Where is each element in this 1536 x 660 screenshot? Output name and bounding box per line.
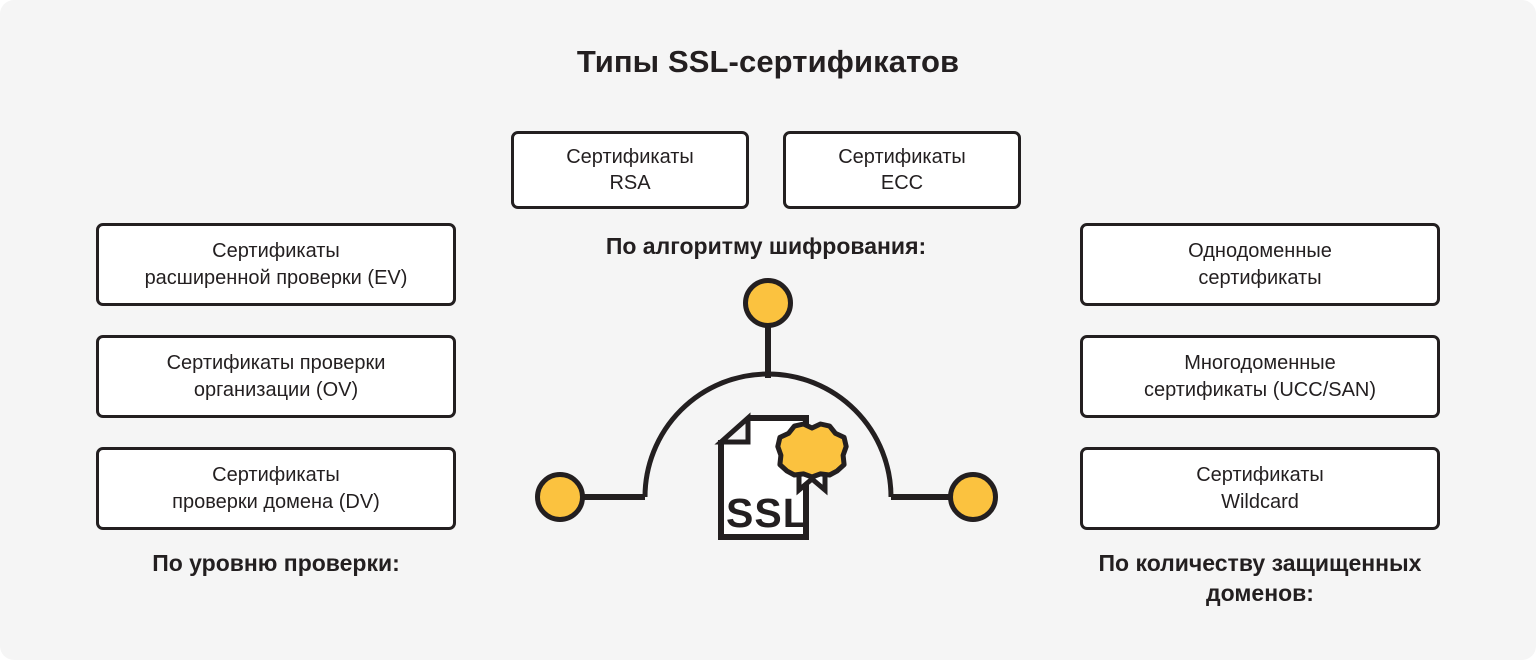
node-box-wildcard-line1: Сертификаты [1196, 464, 1324, 487]
node-box-ov-text: Сертификаты проверки организации (OV) [167, 350, 386, 403]
group-caption-domain-count: По количеству защищенных доменов: [1080, 549, 1440, 609]
node-box-single-domain-line2: сертификаты [1198, 266, 1322, 289]
node-box-wildcard-certificates[interactable]: Сертификаты Wildcard [1080, 447, 1440, 530]
node-box-dv-text: Сертификаты проверки домена (DV) [172, 462, 380, 515]
node-box-multi-domain-text: Многодоменные сертификаты (UCC/SAN) [1144, 350, 1376, 403]
node-box-dv-line1: Сертификаты [212, 464, 340, 487]
group-caption-algorithm: По алгоритму шифрования: [605, 233, 927, 259]
document-page-outline [718, 415, 809, 540]
ssl-document-icon: SSL [714, 412, 849, 540]
document-fold-corner [714, 412, 751, 445]
node-box-ecc-line2: ECC [880, 172, 924, 194]
group-caption-validation-level: По уровню проверки: [152, 550, 400, 576]
node-box-ev-line2: расширенной проверки (EV) [144, 266, 408, 289]
node-box-rsa-line1: Сертификаты [566, 145, 694, 168]
node-box-single-domain-certificates[interactable]: Однодоменные сертификаты [1080, 223, 1440, 306]
node-box-ev-certificates[interactable]: Сертификаты расширенной проверки (EV) [96, 223, 456, 306]
node-box-ov-line2: организации (OV) [193, 378, 359, 401]
node-box-single-domain-text: Однодоменные сертификаты [1188, 238, 1332, 291]
node-box-ecc-line1: Сертификаты [838, 145, 966, 168]
page-title: Типы SSL-сертификатов [576, 44, 960, 79]
node-box-ecc-text: Сертификаты ECC [838, 144, 966, 197]
node-box-multi-domain-certificates[interactable]: Многодоменные сертификаты (UCC/SAN) [1080, 335, 1440, 418]
node-box-dv-certificates[interactable]: Сертификаты проверки домена (DV) [96, 447, 456, 530]
node-box-ev-line1: Сертификаты [212, 240, 340, 263]
node-circle-right[interactable] [948, 472, 998, 522]
node-circle-top[interactable] [743, 278, 793, 328]
node-box-ov-line1: Сертификаты проверки [166, 352, 386, 375]
node-box-multi-domain-line1: Многодоменные [1184, 352, 1336, 375]
node-box-ecc-certificates[interactable]: Сертификаты ECC [783, 131, 1021, 209]
node-box-multi-domain-line2: сертификаты (UCC/SAN) [1143, 378, 1377, 401]
seal-rosette-shape [775, 421, 849, 480]
central-illustration: SSL [535, 278, 998, 540]
node-box-dv-line2: проверки домена (DV) [172, 490, 380, 513]
certificate-seal-icon [775, 421, 849, 480]
node-box-rsa-line2: RSA [609, 172, 651, 194]
group-caption-domain-count-line2: защищенных доменов: [1206, 550, 1422, 606]
node-box-ev-text: Сертификаты расширенной проверки (EV) [145, 238, 408, 291]
node-box-single-domain-line1: Однодоменные [1188, 240, 1332, 263]
document-ssl-label: SSL [726, 490, 809, 536]
node-box-wildcard-text: Сертификаты Wildcard [1196, 462, 1324, 515]
node-box-ov-certificates[interactable]: Сертификаты проверки организации (OV) [96, 335, 456, 418]
node-box-rsa-certificates[interactable]: Сертификаты RSA [511, 131, 749, 209]
node-circle-left[interactable] [535, 472, 585, 522]
node-box-wildcard-line2: Wildcard [1221, 490, 1299, 513]
node-box-rsa-text: Сертификаты RSA [566, 144, 694, 197]
group-caption-domain-count-line1: По количеству [1098, 550, 1266, 576]
